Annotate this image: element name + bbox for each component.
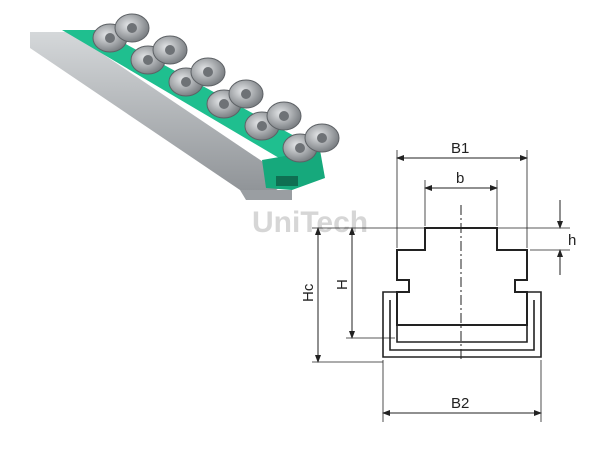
profile-outline <box>396 227 528 326</box>
label-h: h <box>568 232 576 249</box>
chain-pin <box>181 77 191 87</box>
chain-guide-photo <box>30 13 340 200</box>
chain-pin <box>295 143 305 153</box>
label-hc: Hc <box>300 283 317 302</box>
dimension-lines <box>315 155 563 416</box>
chain-pin <box>241 89 251 99</box>
label-b: b <box>456 170 464 187</box>
label-b1: B1 <box>451 140 469 157</box>
rail-end <box>240 190 292 200</box>
profile-drawing <box>312 150 570 422</box>
steel-rail <box>30 32 290 196</box>
chain-pin <box>257 121 267 131</box>
label-b2: B2 <box>451 395 469 412</box>
roller-chain <box>92 13 340 163</box>
chain-pin <box>219 99 229 109</box>
guide-slot <box>276 176 298 186</box>
chain-pin <box>143 55 153 65</box>
chain-pin <box>203 67 213 77</box>
chain-pin <box>279 111 289 121</box>
chain-pin <box>105 33 115 43</box>
chain-pin <box>127 23 137 33</box>
rail-channel <box>382 291 542 358</box>
chain-pin <box>165 45 175 55</box>
chain-pin <box>317 133 327 143</box>
watermark: UniTech <box>252 206 368 239</box>
label-H: H <box>334 279 351 290</box>
